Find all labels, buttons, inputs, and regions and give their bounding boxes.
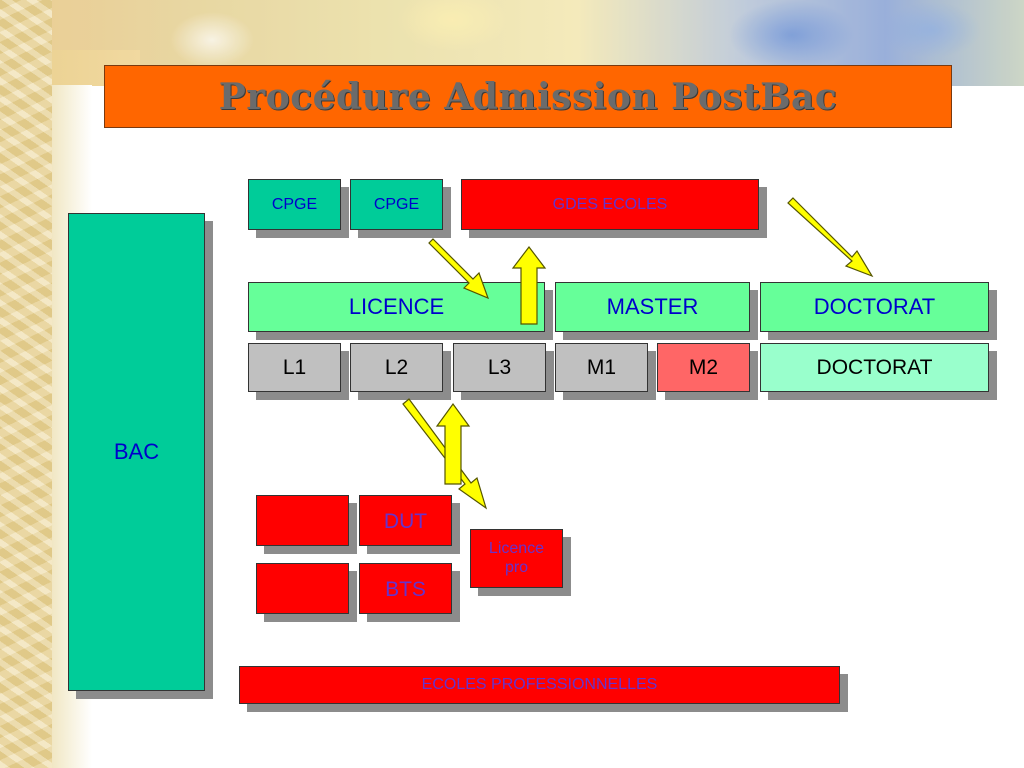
dut-box: DUT — [359, 495, 452, 546]
ecoles-professionnelles-box: ECOLES PROFESSIONNELLES — [239, 666, 840, 704]
year-l1-box: L1 — [248, 343, 341, 392]
year-l1-label: L1 — [282, 355, 307, 379]
master-label: MASTER — [606, 294, 699, 319]
decorative-left-strip — [0, 0, 52, 768]
title-banner: Procédure Admission PostBac — [104, 65, 952, 128]
year-m2-label: M2 — [688, 355, 719, 379]
cpge-label-2: CPGE — [373, 196, 420, 213]
bts-box: BTS — [359, 563, 452, 614]
ecoles-professionnelles-label: ECOLES PROFESSIONNELLES — [421, 676, 658, 693]
year-l3-box: L3 — [453, 343, 546, 392]
bac-box: BAC — [68, 213, 205, 691]
doctorat-degree-label: DOCTORAT — [813, 294, 936, 319]
bac-label: BAC — [113, 439, 160, 464]
licence-pro-label-line1: Licence — [488, 540, 545, 557]
cpge-box-1: CPGE — [248, 179, 341, 230]
grandes-ecoles-box: GDES ECOLES — [461, 179, 759, 230]
year-l3-label: L3 — [487, 355, 512, 379]
year-m2-box: M2 — [657, 343, 750, 392]
cpge-label-1: CPGE — [271, 196, 318, 213]
year-l2-label: L2 — [384, 355, 409, 379]
master-box: MASTER — [555, 282, 750, 332]
page-title: Procédure Admission PostBac — [218, 75, 838, 118]
year-m1-label: M1 — [586, 355, 617, 379]
arrow-licence-pro-to-l3 — [435, 402, 471, 485]
licence-pro-box: Licence pro — [470, 529, 563, 588]
year-l2-box: L2 — [350, 343, 443, 392]
year-doctorat-label: DOCTORAT — [816, 355, 933, 379]
grandes-ecoles-label: GDES ECOLES — [552, 196, 668, 213]
year-m1-box: M1 — [555, 343, 648, 392]
doctorat-degree-box: DOCTORAT — [760, 282, 989, 332]
arrow-cpge-to-licence — [428, 238, 490, 300]
licence-label: LICENCE — [348, 294, 445, 319]
arrow-grandes-ecoles-to-doctorat — [787, 197, 874, 278]
licence-pro-label-line2: pro — [504, 559, 529, 576]
cpge-box-2: CPGE — [350, 179, 443, 230]
bts-label: BTS — [385, 578, 426, 601]
year-doctorat-box: DOCTORAT — [760, 343, 989, 392]
licence-box: LICENCE — [248, 282, 545, 332]
dut-label: DUT — [383, 510, 428, 533]
blank-red-box-lower — [256, 563, 349, 614]
blank-red-box-upper — [256, 495, 349, 546]
arrow-licence-to-grandes-ecoles — [511, 246, 547, 325]
